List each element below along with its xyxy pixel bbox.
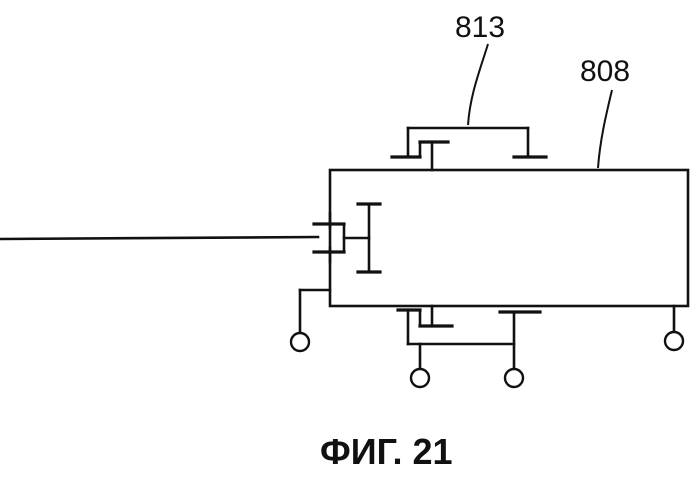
figure-caption: ФИГ. 21 [320, 431, 453, 472]
reference-label-808: 808 [580, 55, 630, 88]
top-transistor-group [392, 128, 546, 170]
bottom-terminal-right [505, 369, 523, 387]
left-terminal [291, 290, 330, 351]
bottom-terminal-left [411, 369, 429, 387]
leader-line-813 [468, 44, 488, 125]
input-line [0, 237, 318, 239]
right-terminal [665, 306, 683, 350]
left-transistor-group [314, 204, 380, 272]
bottom-transistor-group [398, 306, 540, 368]
leader-line-808 [598, 90, 612, 168]
reference-label-813: 813 [455, 11, 505, 44]
main-block-808 [330, 170, 688, 306]
